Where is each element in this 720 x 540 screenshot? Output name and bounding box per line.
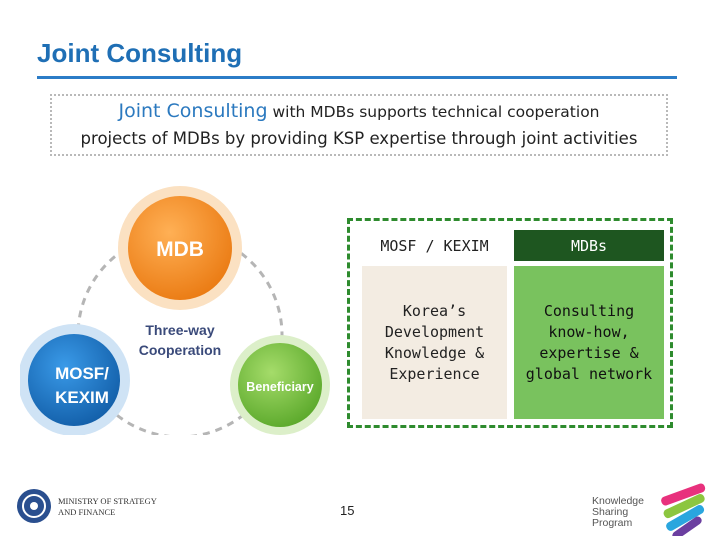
intro-box: Joint Consulting with MDBs supports tech… (50, 94, 668, 156)
mdbs-header: MDBs (514, 230, 664, 261)
mosf-label-line1: MOSF/ (55, 364, 109, 383)
mosf-label-line2: KEXIM (55, 388, 109, 407)
ministry-name-line1: MINISTRY OF STRATEGY (58, 496, 157, 506)
contribution-line: Experience (389, 364, 480, 383)
intro-highlight: Joint Consulting (118, 100, 268, 122)
contribution-line: Consulting (543, 301, 635, 320)
page-number: 15 (340, 503, 355, 518)
beneficiary-label: Beneficiary (246, 380, 313, 394)
center-label-line2: Cooperation (139, 342, 221, 358)
center-label-line1: Three-way (145, 322, 214, 338)
ksp-swirl-icon (661, 483, 706, 536)
mdb-node (128, 196, 232, 300)
ksp-line-3: Program (592, 517, 633, 529)
ksp-line-2: Sharing (592, 506, 629, 518)
intro-line-2: projects of MDBs by providing KSP expert… (80, 129, 638, 148)
ksp-line-1: Knowledge (592, 495, 644, 507)
intro-line-1-rest: with MDBs supports technical cooperation (267, 103, 600, 121)
contribution-line: know-how, (548, 322, 630, 341)
ministry-logo: MINISTRY OF STRATEGY AND FINANCE (17, 489, 157, 523)
mosf-kexim-contribution: Korea’s Development Knowledge & Experien… (362, 266, 507, 419)
contribution-line: Korea’s (402, 301, 467, 320)
contribution-line: Knowledge & (384, 343, 485, 362)
mosf-node (28, 334, 120, 426)
mosf-kexim-header: MOSF / KEXIM (362, 230, 507, 261)
intro-line-1: Joint Consulting with MDBs supports tech… (52, 100, 666, 122)
ministry-name-line2: AND FINANCE (58, 507, 115, 517)
ksp-logo: Knowledge Sharing Program (592, 478, 712, 538)
mdbs-contribution: Consulting know-how, expertise & global … (514, 266, 664, 419)
contribution-line: Development (384, 322, 485, 341)
mdb-label: MDB (156, 238, 204, 261)
three-way-cooperation-diagram: MDB MOSF/ KEXIM Beneficiary Three-way Co… (20, 186, 330, 435)
beneficiary-node (238, 343, 322, 427)
cycle-ring (76, 231, 284, 435)
comparison-panel (347, 218, 673, 428)
slide-title: Joint Consulting (37, 38, 243, 68)
title-underline (37, 76, 677, 79)
contribution-line: expertise & (539, 343, 639, 362)
contribution-line: global network (525, 364, 653, 383)
